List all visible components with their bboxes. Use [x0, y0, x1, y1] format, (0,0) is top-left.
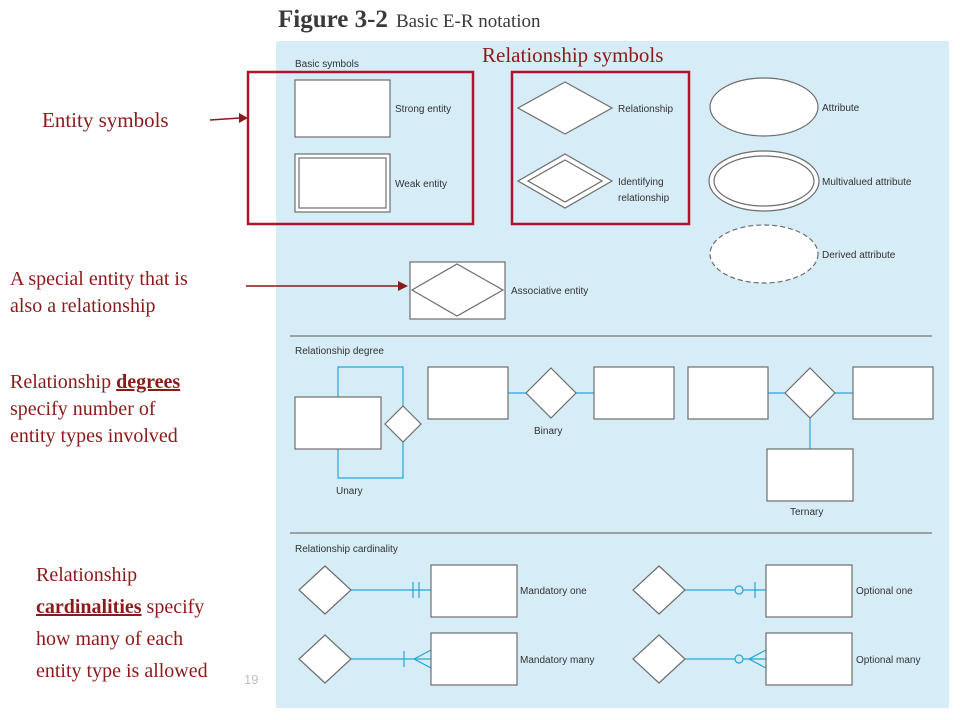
relationship-symbol: [516, 81, 614, 135]
multivalued-attribute-label: Multivalued attribute: [822, 177, 912, 188]
optional-many-relationship: [632, 634, 686, 684]
section-basic-symbols: Basic symbols: [295, 59, 359, 70]
multivalued-attribute-inner-border: [713, 155, 815, 207]
associative-entity-symbol: [409, 261, 506, 320]
binary-label: Binary: [534, 426, 562, 437]
entity-arrow-line: [209, 117, 241, 121]
strong-entity-symbol: [294, 79, 391, 138]
cardinalities-annotation-line-2: cardinalities specify: [36, 591, 208, 623]
strong-entity-label: Strong entity: [395, 104, 451, 115]
mandatory-many-crowfoot: [412, 649, 432, 669]
unary-label: Unary: [336, 486, 363, 497]
section-relationship-cardinality: Relationship cardinality: [295, 544, 398, 555]
ternary-relationship: [784, 367, 836, 419]
mandatory-many-relationship: [298, 634, 352, 684]
degrees-annotation-line-3: entity types involved: [10, 425, 178, 447]
cardinalities-keyword: cardinalities: [36, 596, 142, 618]
binary-entity-right: [593, 366, 675, 420]
weak-entity-inner-border: [298, 157, 387, 209]
associative-annotation-line-1: A special entity that is: [10, 268, 188, 290]
figure-title: Figure 3-2 Basic E-R notation: [278, 6, 541, 34]
ternary-entity-right: [852, 366, 934, 420]
page-number: 19: [244, 672, 259, 687]
associative-entity-label: Associative entity: [511, 286, 588, 297]
unary-connector-bottom: [337, 440, 404, 479]
figure-caption: Basic E-R notation: [395, 11, 541, 32]
binary-entity-left: [427, 366, 509, 420]
optional-many-crowfoot: [747, 649, 767, 669]
degrees-annotation: Relationship degrees specify number of e…: [10, 369, 180, 450]
binary-relationship: [525, 367, 577, 419]
cardinalities-annotation: Relationship cardinalities specify how m…: [36, 559, 208, 687]
weak-entity-symbol: [294, 153, 391, 213]
derived-attribute-symbol: [709, 224, 819, 284]
optional-one-entity: [765, 564, 853, 618]
degrees-annotation-line-2: specify number of: [10, 398, 156, 420]
cardinalities-annotation-line-3: how many of each: [36, 628, 184, 650]
degrees-keyword: degrees: [116, 371, 181, 393]
figure-number: Figure 3-2: [278, 6, 388, 33]
ternary-label: Ternary: [790, 507, 823, 518]
entity-symbols-annotation: Entity symbols: [42, 108, 169, 132]
ternary-entity-bottom: [766, 448, 854, 502]
derived-attribute-label: Derived attribute: [822, 250, 896, 261]
associative-entity-diamond: [410, 263, 505, 317]
entity-arrowhead: [239, 113, 248, 123]
mandatory-many-entity: [430, 632, 518, 686]
attribute-label: Attribute: [822, 103, 860, 114]
relationship-label: Relationship: [618, 104, 673, 115]
identifying-relationship-inner-border: [526, 159, 604, 203]
degrees-annotation-prefix: Relationship: [10, 371, 117, 393]
cardinalities-annotation-suffix: specify: [141, 596, 205, 618]
multivalued-attribute-symbol: [708, 150, 820, 212]
relationship-symbols-highlight: [510, 70, 691, 226]
mandatory-one-label: Mandatory one: [520, 586, 587, 597]
mandatory-one-relationship: [298, 565, 352, 615]
optional-one-circle: [734, 585, 744, 595]
optional-one-label: Optional one: [856, 586, 913, 597]
optional-many-entity: [765, 632, 853, 686]
cardinalities-annotation-line-4: entity type is allowed: [36, 660, 208, 682]
associative-annotation: A special entity that is also a relation…: [10, 266, 188, 320]
entity-symbols-highlight: [246, 70, 475, 226]
unary-entity: [294, 396, 382, 450]
degrees-annotation-line-1: Relationship degrees: [10, 369, 180, 396]
optional-many-circle: [734, 654, 744, 664]
identifying-relationship-symbol: [516, 153, 614, 209]
attribute-symbol: [709, 77, 819, 137]
section-relationship-degree: Relationship degree: [295, 346, 384, 357]
weak-entity-label: Weak entity: [395, 179, 447, 190]
relationship-symbols-annotation: Relationship symbols: [482, 43, 664, 67]
mandatory-one-entity: [430, 564, 518, 618]
unary-relationship: [384, 405, 422, 443]
identifying-relationship-label-1: Identifying: [618, 177, 664, 188]
unary-connector-top: [337, 366, 404, 407]
associative-arrowhead: [398, 281, 408, 291]
cardinalities-annotation-line-1: Relationship: [36, 564, 138, 586]
optional-one-relationship: [632, 565, 686, 615]
associative-annotation-line-2: also a relationship: [10, 295, 156, 317]
optional-many-label: Optional many: [856, 655, 920, 666]
identifying-relationship-label-2: relationship: [618, 193, 670, 204]
mandatory-many-label: Mandatory many: [520, 655, 594, 666]
ternary-entity-left: [687, 366, 769, 420]
